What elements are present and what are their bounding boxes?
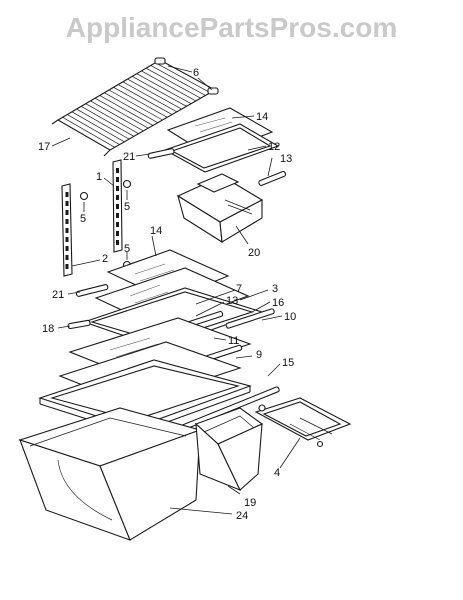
- callout-9: 9: [256, 349, 262, 361]
- callout-20: 20: [248, 247, 260, 259]
- callout-10: 10: [284, 311, 296, 323]
- rail-left: [75, 284, 109, 297]
- callout-14-upper: 14: [256, 111, 268, 123]
- wire-shelf: [51, 59, 217, 157]
- callout-24: 24: [236, 510, 248, 522]
- upper-rails: [147, 148, 287, 186]
- crisper-bin-left: [18, 407, 202, 541]
- shelf-clips: [154, 57, 219, 95]
- callout-2: 2: [102, 253, 108, 265]
- callout-21-upper: 21: [123, 151, 135, 163]
- callout-19: 19: [244, 497, 256, 509]
- crisper-bin-right: [194, 407, 264, 492]
- callout-17: 17: [38, 141, 50, 153]
- side-bracket: [254, 397, 352, 448]
- callout-18: 18: [42, 323, 54, 335]
- leader-lines: [51, 65, 301, 515]
- callout-15: 15: [282, 357, 294, 369]
- callout-13-lower: 13: [226, 295, 238, 307]
- callout-4: 4: [274, 467, 280, 479]
- callout-11: 11: [228, 335, 239, 347]
- shelf-ladder-right: [112, 159, 123, 253]
- callout-5-lower: 5: [124, 243, 130, 255]
- shelf-ladder-left: [61, 183, 73, 277]
- callout-13-upper: 13: [280, 153, 292, 165]
- upper-cover-frame: [163, 123, 280, 173]
- callout-16: 16: [272, 297, 284, 309]
- callout-7: 7: [236, 283, 242, 295]
- callout-5-left: 5: [80, 213, 86, 225]
- watermark-logo: AppliancePartsPros.com: [65, 12, 398, 43]
- callout-21-lower: 21: [52, 289, 64, 301]
- callout-12: 12: [268, 141, 280, 153]
- upper-crisper-drawer: [176, 173, 264, 244]
- callout-6: 6: [193, 67, 199, 79]
- callout-3: 3: [272, 283, 278, 295]
- callout-14-lower: 14: [150, 225, 162, 237]
- callout-1: 1: [96, 171, 102, 183]
- callout-5-right: 5: [124, 201, 130, 213]
